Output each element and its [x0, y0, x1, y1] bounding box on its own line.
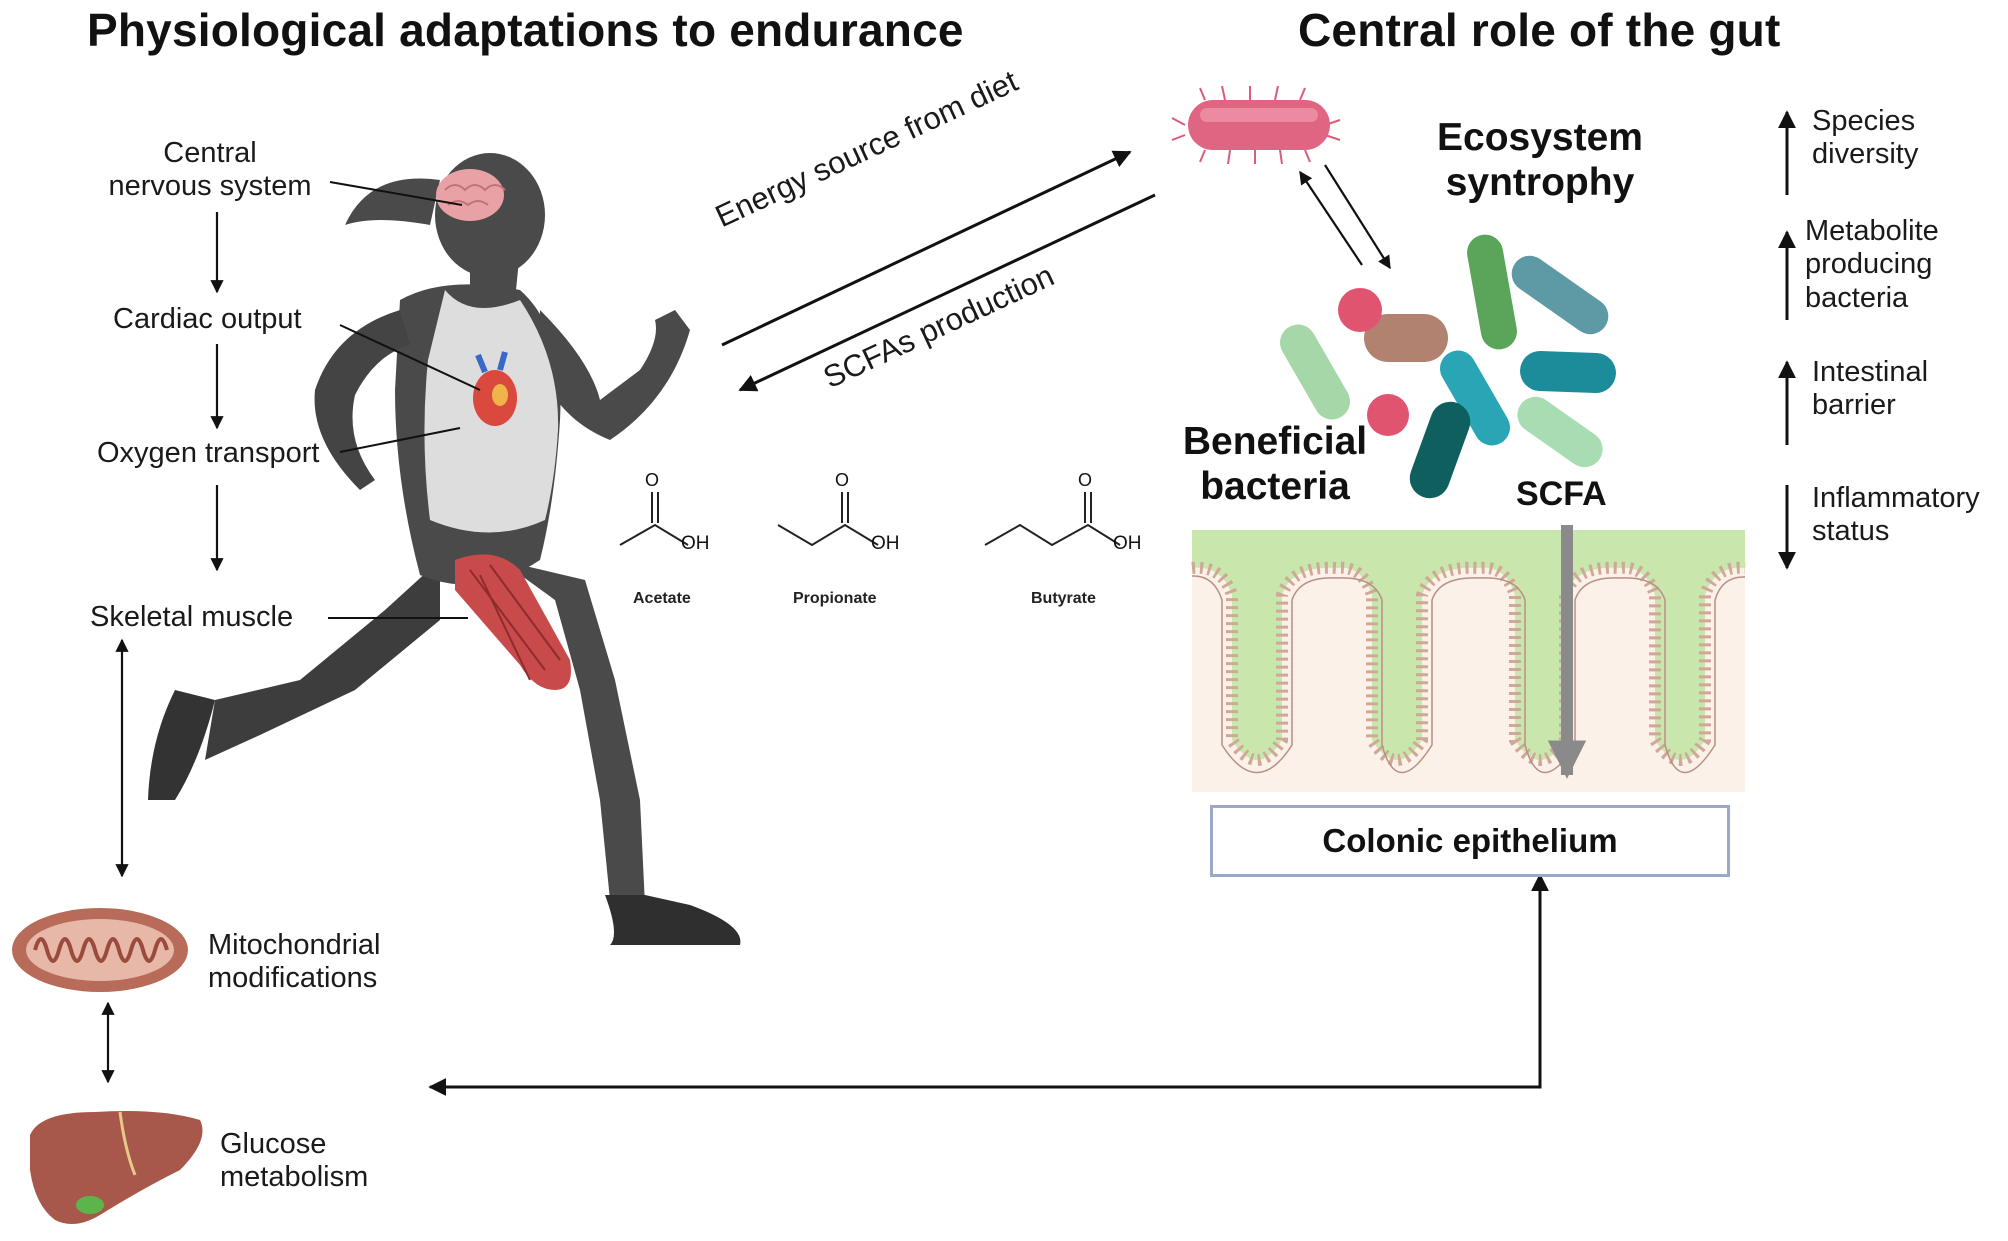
bacterium-icon — [1171, 85, 1341, 165]
liver-icon — [30, 1111, 203, 1224]
exchange-arrows — [1299, 164, 1391, 270]
cns-label-line1: Central — [163, 137, 257, 169]
glucose-label: Glucose metabolism — [220, 1128, 368, 1195]
cardiac-label: Cardiac output — [113, 303, 302, 335]
beneficial-label: Beneficial bacteria — [1180, 420, 1370, 510]
effect-species-line2: diversity — [1812, 138, 1919, 171]
beneficial-label-line2: bacteria — [1200, 464, 1350, 508]
effect-barrier-line2: barrier — [1812, 389, 1896, 422]
acetate-oh: OH — [681, 533, 710, 554]
colon-crypts — [1191, 530, 1746, 792]
effect-inflammatory-line1: Inflammatory — [1812, 482, 1980, 514]
effect-inflammatory-line2: status — [1812, 515, 1890, 548]
muscle-label: Skeletal muscle — [90, 601, 294, 633]
mitochondrion-icon — [12, 908, 188, 992]
runner-silhouette — [148, 153, 741, 945]
effect-barrier: Intestinal barrier — [1812, 356, 1928, 423]
effect-species: Species diversity — [1812, 105, 1918, 172]
mito-label-line1: Mitochondrial — [208, 929, 381, 961]
left-title: Physiological adaptations to endurance — [87, 4, 964, 56]
flow-arrows — [101, 212, 224, 1084]
oxygen-label: Oxygen transport — [97, 437, 320, 469]
colonic-epithelium-label: Colonic epithelium — [1322, 822, 1618, 859]
propionate-o: O — [835, 470, 850, 490]
cns-label: Central nervous system — [85, 137, 335, 204]
ecosystem-label: Ecosystem syntrophy — [1410, 116, 1670, 206]
effect-metabolite-line1: Metabolite — [1805, 215, 1939, 247]
effect-inflammatory: Inflammatory status — [1812, 482, 1980, 549]
colonic-epithelium-box: Colonic epithelium — [1210, 805, 1730, 877]
feedback-arrow — [428, 873, 1549, 1096]
diet-scfa-arrows — [721, 150, 1156, 392]
bacterial-community — [1280, 234, 1616, 499]
effect-metabolite-line3: bacteria — [1805, 281, 1909, 314]
mito-label-line2: modifications — [208, 962, 378, 995]
butyrate-label: Butyrate — [1031, 590, 1096, 607]
effect-barrier-line1: Intestinal — [1812, 356, 1929, 388]
propionate-label: Propionate — [793, 590, 877, 607]
beneficial-label-line1: Beneficial — [1182, 420, 1368, 463]
right-title: Central role of the gut — [1298, 4, 1781, 56]
pointer-lines — [328, 181, 481, 619]
glucose-label-line2: metabolism — [220, 1161, 369, 1194]
acetate-o: O — [645, 470, 660, 490]
butyrate-oh: OH — [1113, 533, 1142, 554]
scfa-structures — [619, 492, 1121, 547]
mito-label: Mitochondrial modifications — [208, 929, 380, 996]
glucose-label-line1: Glucose — [220, 1128, 327, 1160]
acetate-label: Acetate — [633, 590, 691, 607]
ecosystem-label-line1: Ecosystem — [1437, 116, 1643, 159]
propionate-oh: OH — [871, 533, 900, 554]
effect-metabolite: Metabolite producing bacteria — [1805, 215, 1939, 315]
scfa-label: SCFA — [1516, 475, 1607, 513]
butyrate-o: O — [1078, 470, 1093, 490]
cns-label-line2: nervous system — [108, 170, 312, 203]
ecosystem-label-line2: syntrophy — [1445, 160, 1635, 204]
effect-species-line1: Species — [1812, 105, 1916, 137]
effect-metabolite-line2: producing — [1805, 248, 1933, 281]
